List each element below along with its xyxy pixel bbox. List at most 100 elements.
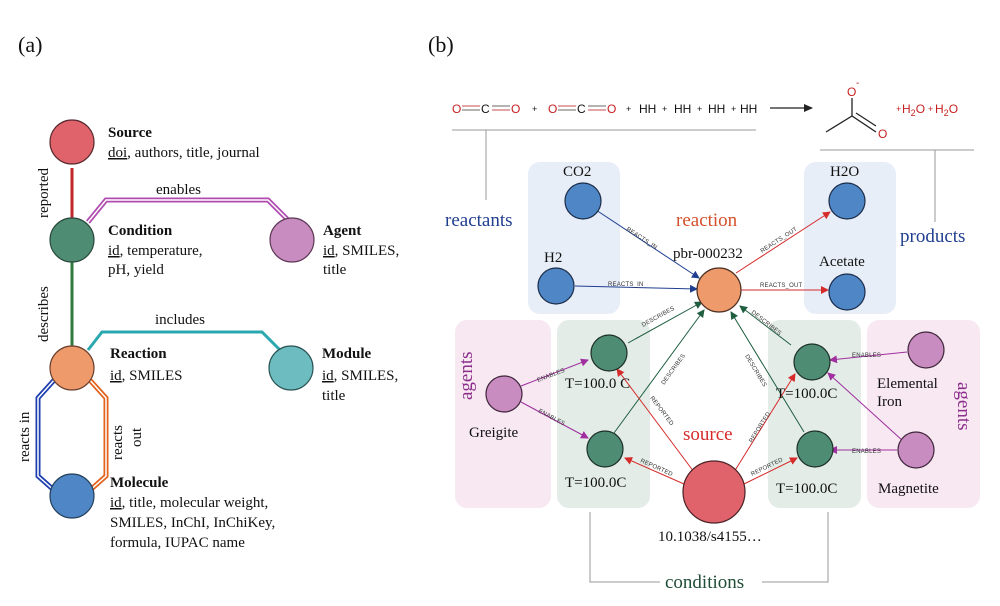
enables-iron-edge <box>829 351 908 364</box>
reaction-equation: O C O + O C O + HH + HH + HH + HH <box>452 78 958 141</box>
reaction-title: Reaction <box>110 346 167 362</box>
h2o-text: H2O <box>830 164 859 180</box>
condition-tl-node <box>590 334 628 372</box>
source-label: source <box>683 424 733 445</box>
agents-left-label: agents <box>456 351 477 400</box>
co2-text: CO2 <box>563 164 591 180</box>
co2-a-o1: O <box>452 102 461 116</box>
plus-2: + <box>626 104 631 114</box>
source-node-b <box>682 460 746 524</box>
source-doi-text: 10.1038/s4155… <box>658 529 762 545</box>
describes-tl-edge <box>627 301 703 344</box>
rel-enables-4: ENABLES <box>852 449 881 455</box>
reactants-label: reactants <box>445 210 513 231</box>
plus-3: + <box>662 104 667 114</box>
h2o-node <box>828 182 866 220</box>
rel-describes-1: DESCRIBES <box>641 306 676 329</box>
rel-describes-4: DESCRIBES <box>743 354 767 388</box>
source-node <box>49 119 95 165</box>
rel-reacts-out-2: REACTS_OUT <box>760 283 802 289</box>
co2-b-c: C <box>577 102 586 116</box>
co2-node <box>564 182 602 220</box>
condition-node <box>49 217 95 263</box>
enables-magnetite-tr-edge <box>827 372 904 442</box>
condition-props-2: pH, yield <box>108 262 164 278</box>
magnetite-node <box>897 431 935 469</box>
plus-1: + <box>532 104 537 114</box>
module-props: id, SMILES, <box>322 368 398 384</box>
condition-br-node <box>796 430 834 468</box>
plus-5: + <box>731 104 736 114</box>
reported-br-edge <box>743 457 798 485</box>
enables-greigite-tl-edge <box>520 358 589 387</box>
iron-node <box>907 331 945 369</box>
describes-tr-edge <box>739 305 792 346</box>
agents-left-box <box>455 320 551 508</box>
acetate-o-minus: O <box>847 85 856 99</box>
products-label: products <box>900 226 965 247</box>
greigite-node <box>485 375 523 413</box>
co2-b-o1: O <box>548 102 557 116</box>
acetate-charge: - <box>856 78 859 89</box>
panel-b: (b) O C O + O C O + HH <box>428 32 980 593</box>
source-props: doi, authors, title, journal <box>108 145 260 161</box>
greigite-text: Greigite <box>469 425 518 441</box>
includes-edge <box>86 330 282 352</box>
acetate-node <box>828 273 866 311</box>
reaction-node <box>49 345 95 391</box>
reaction-node-b <box>696 267 742 313</box>
reacts-out-label-2: out <box>129 427 145 447</box>
molecule-node <box>49 473 95 519</box>
reacts-in-edge-inner <box>37 377 57 493</box>
agent-node <box>269 217 315 263</box>
condition-title: Condition <box>108 223 173 239</box>
module-title: Module <box>322 346 372 362</box>
conditions-bracket <box>589 512 660 583</box>
module-node <box>268 345 314 391</box>
enables-label: enables <box>156 182 201 198</box>
plus-6: + <box>896 104 901 114</box>
reported-tl-edge <box>616 368 695 473</box>
module-props-2: title <box>322 388 346 404</box>
reported-tr-edge <box>733 373 796 473</box>
acetate-o: O <box>878 127 887 141</box>
products-box <box>804 162 896 314</box>
describes-bl-edge <box>613 309 705 434</box>
condition-bl-text: T=100.0C <box>565 475 626 491</box>
molecule-props-3: formula, IUPAC name <box>110 535 245 551</box>
water-1: H2O <box>902 102 925 118</box>
reacts-in-label: reacts in <box>17 411 33 462</box>
includes-label: includes <box>155 312 205 328</box>
hh-2: HH <box>674 102 691 116</box>
rel-describes-2: DESCRIBES <box>661 353 687 386</box>
iron-text-1: Elemental <box>877 376 938 392</box>
co2-b-o2: O <box>607 102 616 116</box>
reacts-out-h2o-edge <box>735 211 831 274</box>
condition-tl-text: T=100.0 C <box>565 376 630 392</box>
iron-text-2: Iron <box>877 394 902 410</box>
rel-enables-3: ENABLES <box>852 353 881 359</box>
panel-a: (a) reported enables describes includes … <box>17 32 399 551</box>
conditions-bracket-right <box>762 512 829 583</box>
h2-text: H2 <box>544 250 562 266</box>
reacts-in-co2-edge <box>595 209 700 279</box>
plus-4: + <box>697 104 702 114</box>
enables-edge <box>86 197 292 224</box>
reacts-out-edge-inner <box>87 377 107 493</box>
reacts-out-label-1: reacts <box>110 425 126 460</box>
rel-reacts-out-1: REACTS_OUT <box>760 227 799 255</box>
condition-props: id, temperature, <box>108 243 203 259</box>
condition-tr-text: T=100.0C <box>776 386 837 402</box>
h2-node <box>537 267 575 305</box>
co2-a-o2: O <box>511 102 520 116</box>
plus-7: + <box>928 104 933 114</box>
describes-label: describes <box>36 286 52 342</box>
agents-right-box <box>867 320 980 508</box>
agent-props-2: title <box>323 262 347 278</box>
describes-br-edge <box>730 311 805 433</box>
molecule-props: id, title, molecular weight, <box>110 495 268 511</box>
reaction-props: id, SMILES <box>110 368 183 384</box>
conditions-label: conditions <box>665 572 744 593</box>
reported-bl-edge <box>624 457 685 485</box>
